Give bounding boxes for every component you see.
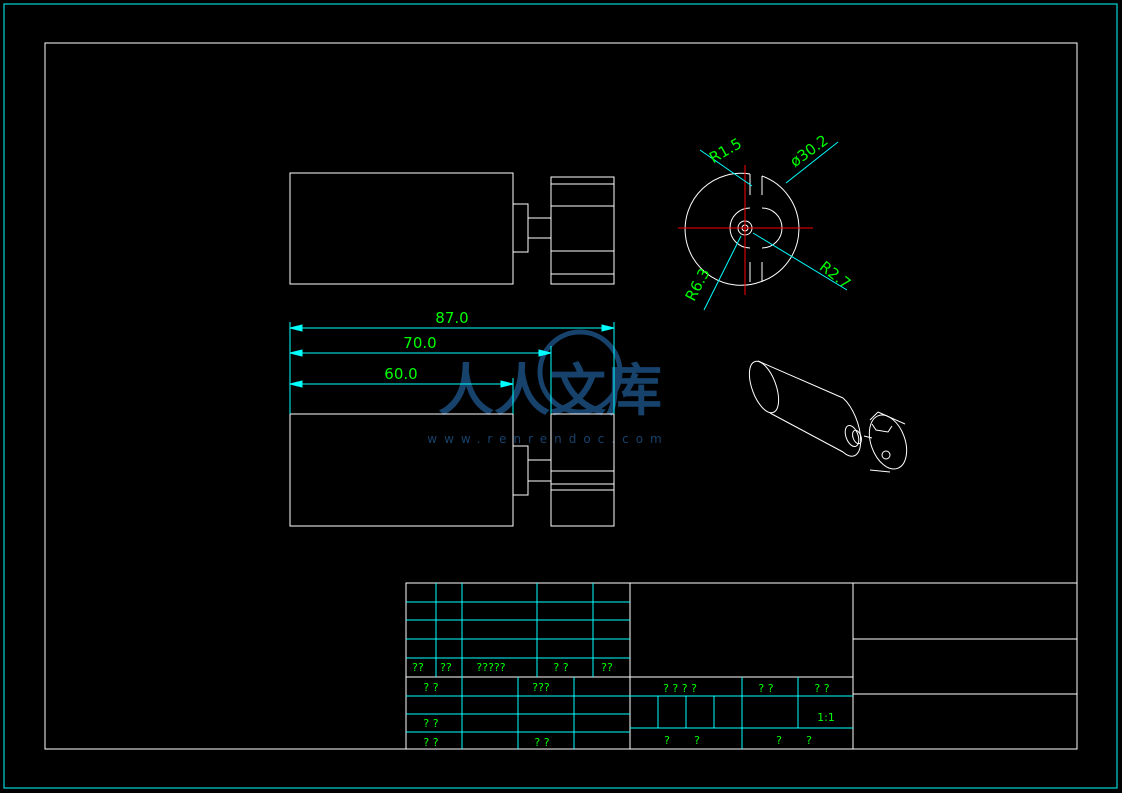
tb-rev-2: ??	[440, 661, 452, 674]
title-block-text: ?? ?? ????? ? ? ?? ? ? ??? ? ? ? ? ? ? ?…	[412, 661, 835, 749]
motor-isometric-view	[748, 360, 908, 473]
dim-slot-radius: R6.3	[682, 265, 714, 304]
dim-body-length: 60.0	[384, 365, 417, 383]
motor-front-view	[289, 413, 615, 527]
watermark-url: www.renrendoc.com	[427, 432, 668, 446]
tb-mid-b2: ?	[694, 734, 700, 747]
tb-rev-1: ??	[412, 661, 424, 674]
paper-border	[3, 3, 1118, 789]
tb-mid-b3: ?	[776, 734, 782, 747]
motor-end-view: R1.5 ø30.2 R6.3 R2.7	[678, 131, 854, 311]
tb-rev-3: ?????	[476, 661, 505, 674]
watermark-logo: 人人文库	[438, 359, 662, 424]
dim-fillet-radius: R1.5	[706, 134, 745, 167]
tb-left-r1c3: ???	[532, 681, 550, 694]
motor-top-view	[289, 172, 615, 285]
front-view-dimensions	[289, 322, 615, 414]
tb-scale: 1:1	[817, 711, 835, 724]
tb-left-r3c3: ? ?	[534, 736, 549, 749]
tb-left-r1c1: ? ?	[423, 681, 438, 694]
tb-mid-b4: ?	[806, 734, 812, 747]
tb-left-r2c1: ? ?	[423, 717, 438, 730]
tb-mid-h1: ? ? ? ?	[663, 682, 697, 695]
tb-mid-h2: ? ?	[758, 682, 773, 695]
dim-body-plus-shaft: 70.0	[403, 334, 436, 352]
tb-rev-5: ??	[601, 661, 613, 674]
tb-mid-b1: ?	[664, 734, 670, 747]
title-block	[405, 582, 1078, 750]
dim-overall-length: 87.0	[435, 309, 468, 327]
watermark: 人人文库 www.renrendoc.com	[427, 329, 668, 446]
dim-hole-radius: R2.7	[816, 257, 854, 292]
tb-mid-h3: ? ?	[814, 682, 829, 695]
tb-rev-4: ? ?	[553, 661, 568, 674]
tb-left-r3c1: ? ?	[423, 736, 438, 749]
